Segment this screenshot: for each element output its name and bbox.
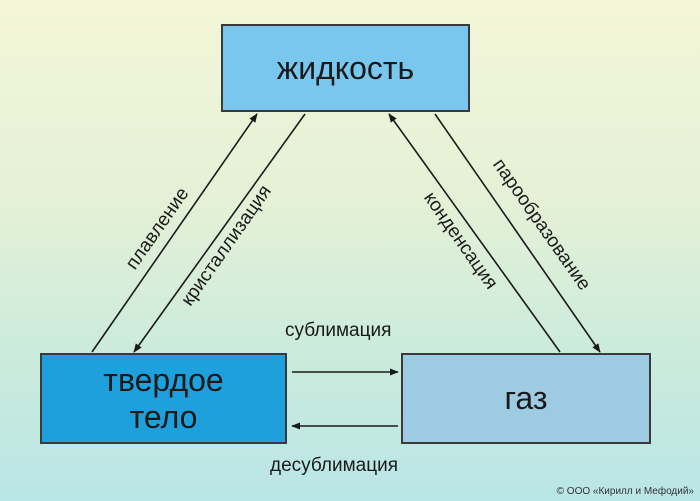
solid-label-line1: твердое <box>103 361 224 398</box>
condensation-arrow <box>388 113 561 353</box>
sublimation-label: сублимация <box>285 320 392 341</box>
desublimation-label: десублимация <box>270 455 399 476</box>
vaporization-arrow <box>434 113 601 353</box>
liquid-state-box: жидкость <box>221 24 470 112</box>
solid-state-box: твердое тело <box>40 353 287 444</box>
melting-arrow <box>91 113 258 353</box>
copyright-text: © ООО «Кирилл и Мефодий» <box>556 486 694 497</box>
gas-state-box: газ <box>401 353 651 444</box>
liquid-label: жидкость <box>276 49 415 86</box>
crystallization-arrow <box>133 113 306 353</box>
gas-label: газ <box>504 380 548 417</box>
solid-label-line2: тело <box>129 398 198 435</box>
